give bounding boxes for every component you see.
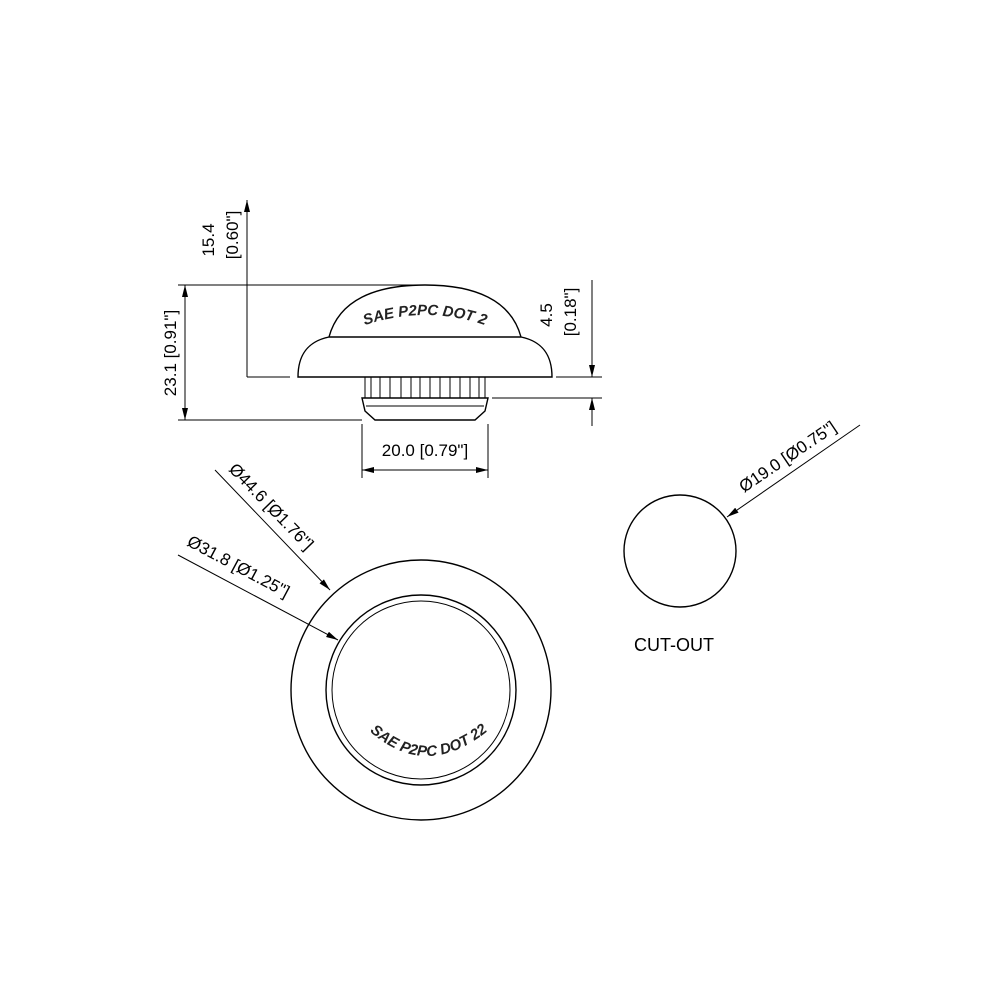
- extension-lines: [178, 284, 602, 478]
- top-view: SAE P2PC DOT 22: [290, 559, 552, 821]
- dim-flange: 4.5 [0.18"]: [537, 280, 595, 426]
- mounting-stem: [364, 376, 486, 399]
- dim-height-total-label: 23.1 [0.91"]: [161, 310, 180, 396]
- top-marking: SAE P2PC DOT 22: [367, 720, 491, 760]
- base-ring: [361, 397, 489, 421]
- flange: [297, 336, 553, 378]
- lens-inner-edge: [331, 600, 511, 780]
- side-view: SAE P2PC DOT 2: [297, 284, 553, 421]
- dim-inner-diameter: Ø31.8 [Ø1.25"]: [177, 532, 339, 641]
- dim-cutout-diameter-label: Ø19.0 [Ø0.75"]: [736, 417, 840, 496]
- dim-stem-width-label: 20.0 [0.79"]: [382, 441, 468, 460]
- lens-outer-edge: [325, 594, 517, 786]
- cutout-view: Ø19.0 [Ø0.75"] CUT-OUT: [623, 417, 861, 655]
- dim-height-total: 23.1 [0.91"]: [161, 285, 188, 420]
- dim-outer-diameter-label: Ø44.6 [Ø1.76"]: [225, 460, 317, 554]
- dim-height-upper-in: [0.60"]: [223, 211, 242, 260]
- side-marking: SAE P2PC DOT 2: [361, 302, 490, 329]
- dim-height-upper-mm: 15.4: [199, 223, 218, 256]
- dim-flange-mm: 4.5: [537, 303, 556, 327]
- dim-height-upper: 15.4 [0.60"]: [199, 200, 250, 377]
- dim-stem-width: 20.0 [0.79"]: [362, 441, 488, 473]
- outer-bezel: [290, 559, 552, 821]
- cutout-circle: [623, 494, 737, 608]
- cutout-label: CUT-OUT: [634, 635, 714, 655]
- dim-flange-in: [0.18"]: [561, 288, 580, 337]
